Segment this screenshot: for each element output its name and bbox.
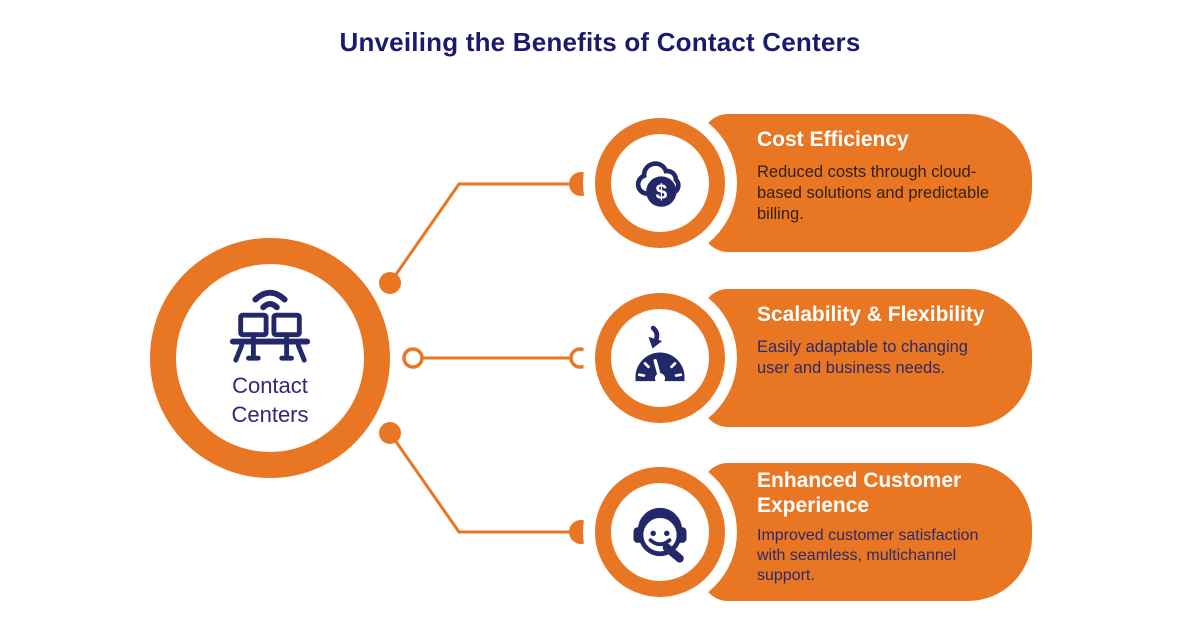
card-description: Improved customer satisfaction with seam…	[757, 526, 979, 585]
gauge-arrow-icon	[635, 325, 685, 384]
dollar-glyph: $	[655, 181, 667, 204]
connector-bottom	[379, 422, 593, 544]
hub-label-line2: Centers	[231, 402, 309, 427]
card-text: Cost Efficiency Reduced costs through cl…	[757, 128, 1011, 225]
card-text: Scalability & Flexibility Easily adaptab…	[757, 303, 1011, 379]
cloud-dollar-icon: $	[635, 161, 681, 207]
benefit-card-customer-experience: Enhanced Customer Experience Improved cu…	[583, 455, 1040, 609]
contact-centers-hub: Contact Centers	[150, 238, 390, 478]
icon-disc	[595, 293, 725, 423]
page-title: Unveiling the Benefits of Contact Center…	[339, 27, 861, 57]
icon-disc: $	[595, 118, 725, 248]
card-body	[702, 463, 1032, 601]
connector-middle	[402, 347, 591, 369]
card-body	[702, 114, 1032, 252]
card-title: Cost Efficiency	[757, 128, 909, 151]
card-title: Scalability & Flexibility	[757, 303, 985, 326]
card-title: Enhanced Customer Experience	[757, 469, 962, 517]
card-text: Enhanced Customer Experience Improved cu…	[757, 469, 1011, 587]
benefit-card-scalability: Scalability & Flexibility Easily adaptab…	[583, 281, 1040, 435]
card-description: Easily adaptable to changing user and bu…	[757, 337, 968, 377]
card-description: Reduced costs through cloud-based soluti…	[757, 162, 990, 223]
headset-smiley-icon	[633, 507, 687, 563]
benefit-card-cost-efficiency: $ Cost Efficiency Reduced costs through …	[583, 106, 1040, 260]
hub-label-line1: Contact	[232, 373, 308, 399]
workstations-wifi-icon	[229, 290, 311, 363]
hub-label: Contact Centers	[231, 372, 308, 429]
connector-top	[379, 172, 593, 294]
icon-disc	[595, 467, 725, 597]
card-body	[702, 289, 1032, 427]
